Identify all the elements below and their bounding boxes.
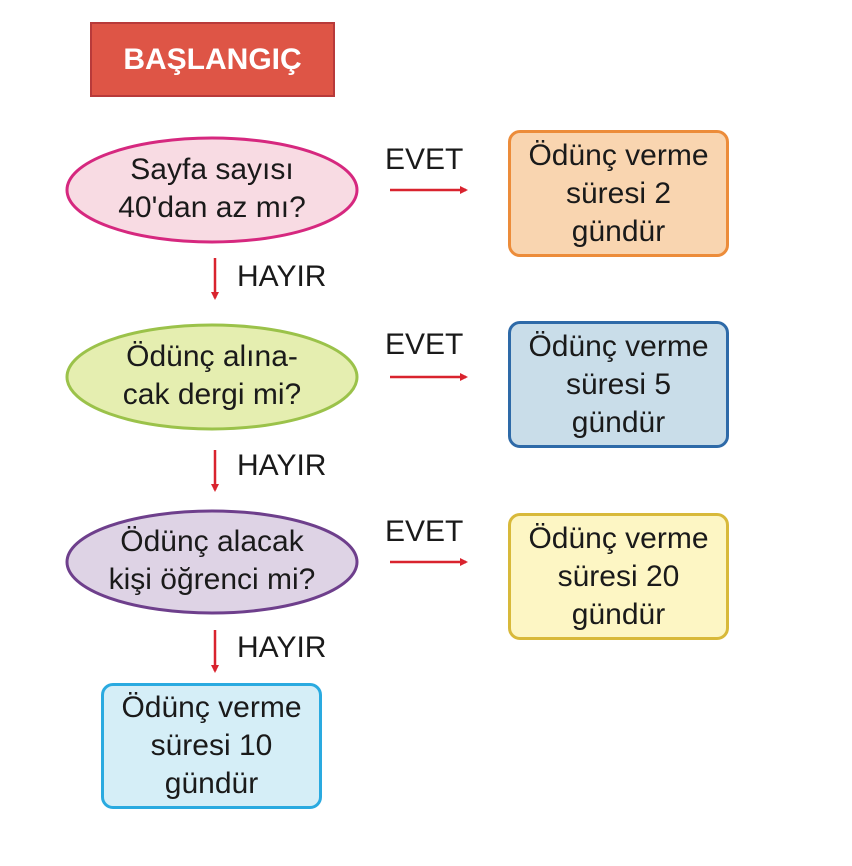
decision-2-line2: cak dergi mi? bbox=[122, 378, 302, 411]
decision-text-2: Ödünç alına- cak dergi mi? bbox=[82, 338, 342, 414]
decision-shape-2 bbox=[65, 323, 359, 431]
decision-1-line1: Sayfa sayısı bbox=[130, 153, 294, 186]
decision-shape-1 bbox=[65, 136, 359, 244]
no-label-2: HAYIR bbox=[237, 449, 327, 482]
decision-3-line1: Ödünç alacak bbox=[120, 525, 304, 558]
result-box-10-days: Ödünç verme süresi 10 gündür bbox=[101, 683, 322, 809]
yes-label-2: EVET bbox=[385, 328, 464, 361]
decision-shape-3 bbox=[65, 509, 359, 615]
decision-2-line1: Ödünç alına- bbox=[126, 340, 298, 373]
yes-label-1: EVET bbox=[385, 143, 464, 176]
start-box: BAŞLANGIÇ bbox=[90, 22, 335, 97]
decision-1-line2: 40'dan az mı? bbox=[118, 191, 306, 224]
no-label-1: HAYIR bbox=[237, 260, 327, 293]
result-box-20-days: Ödünç verme süresi 20 gündür bbox=[508, 513, 729, 640]
decision-text-3: Ödünç alacak kişi öğrenci mi? bbox=[82, 523, 342, 599]
start-label: BAŞLANGIÇ bbox=[123, 42, 302, 76]
decision-3-line2: kişi öğrenci mi? bbox=[108, 563, 316, 596]
yes-label-3: EVET bbox=[385, 515, 464, 548]
result-box-2-days: Ödünç verme süresi 2 gündür bbox=[508, 130, 729, 257]
no-label-3: HAYIR bbox=[237, 631, 327, 664]
result-box-5-days: Ödünç verme süresi 5 gündür bbox=[508, 321, 729, 448]
decision-text-1: Sayfa sayısı 40'dan az mı? bbox=[82, 151, 342, 227]
